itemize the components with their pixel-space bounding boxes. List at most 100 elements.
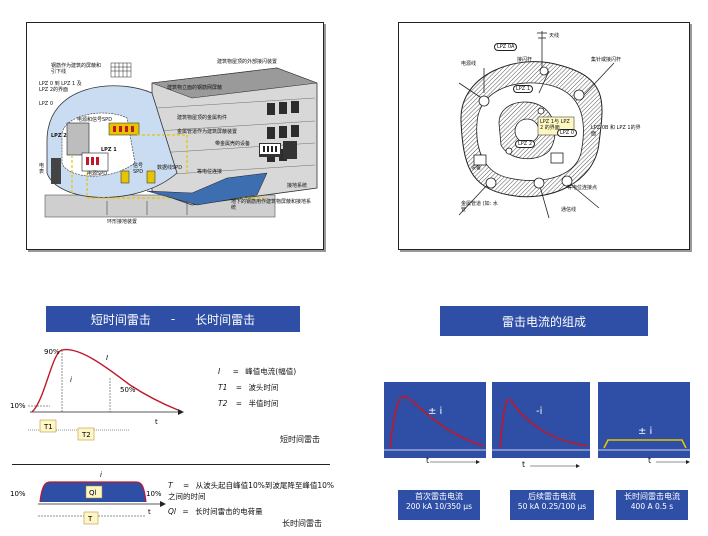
legend-text: 长时间雷击的电荷量 [195,507,263,516]
box-first-name: 首次雷击电流 [415,492,463,501]
curve-i-label: i [70,376,72,384]
box-long-name: 长时间雷击电流 [624,492,680,501]
banner-title-short: 短时间雷击 [90,312,151,327]
legend-text: 峰值电流(幅值) [245,367,297,376]
caption-long: 长时间雷击 [282,519,322,528]
building-diagram-frame: 钢筋作为建筑的屏蔽和引下线 LPZ 0 到 LPZ 1 及 LPZ 2的界面 L… [26,22,324,250]
label-pipes: 金属管道作为建筑屏蔽装置 [177,129,238,135]
long-ten-left: 10% [10,490,26,498]
label-pipe: 金属管道 (如: 水管 [461,201,498,213]
label-lpz0-right: LPZ 0 [557,129,577,137]
label-mast: 集针或接闪杆 [591,57,622,63]
component-box-long: ± i [598,382,690,458]
label-shielding: 钢筋作为建筑的屏蔽和引下线 [51,63,102,75]
banner-title-dash: - [170,312,176,326]
component-box-subsequent: -i [492,382,590,458]
label-rod: 接闪杆 [517,57,533,63]
component-box-first: ± i [384,382,486,458]
subsequent-stroke-curve [492,398,590,451]
short-stroke-curve: 90% 50% 10% i I t T1 T2 [10,348,184,441]
slide-banner-components: 雷击电流的组成 [440,306,648,336]
label-bonding-point: 等电位连接点 [567,185,598,191]
long-i-label: i [100,471,102,479]
box-first-value: 200 kA 10/350 μs [405,502,472,511]
legend-eq: = [235,383,243,392]
legend-row-T1: T1 = 波头时间 [218,382,278,393]
curve-ten-label: 10% [10,402,26,410]
long-stroke-curve: i Ql 10% 10% t T [10,471,166,525]
box-subsequent-name: 后续雷击电流 [528,492,576,501]
label-equip: 设备 [471,165,482,171]
label-lpz-interface: LPZ 0 到 LPZ 1 及 LPZ 2的界面 [39,81,82,93]
legend-row-I: I = 峰值电流(幅值) [218,366,296,377]
curve-peak-label: 90% [44,348,60,356]
label-signal: 通信线 [561,207,577,213]
legend-eq: = [235,399,243,408]
label-meter: 电表 [39,163,45,175]
label-lpz1: LPZ 1 [101,147,117,153]
zone-diagram-frame: 天线 LPZ 0A 接闪杆 电源线 集针或接闪杆 LPZ 1 LPZ 1与 LP… [398,22,690,250]
label-roof: 建筑物屋顶的外部接闪装置 [217,59,278,65]
banner-title-long: 长时间雷击 [195,312,256,327]
slide-banner-short: 短时间雷击 - 长时间雷击 [46,306,300,332]
label-lpz0b: LPZ 0B 和 LPZ 1的界面 [591,125,641,137]
label-spd-right: 数据线SPD [157,165,183,171]
curve-half-label: 50% [120,386,136,394]
first-sign: ± i [428,406,443,417]
legend-sym: I [218,367,221,376]
box-long-t: t [648,456,652,465]
label-lpz0: LPZ 0 [39,101,53,107]
box-subsequent-value: 50 kA 0.25/100 μs [517,502,587,511]
long-legend-Q: Ql = 长时间雷击的电荷量 [168,506,263,517]
box-subsequent-label: 后续雷击电流 50 kA 0.25/100 μs [510,490,594,520]
label-lpz1: LPZ 1 [513,85,533,93]
label-bonding: 等电位连接 [197,169,223,175]
legend-text: 波头时间 [248,383,279,392]
legend-sym: Ql [168,507,176,516]
legend-row-T2: T2 = 半值时间 [218,398,278,409]
first-stroke-curve [384,395,486,451]
long-sign: ± i [638,426,653,437]
long-ten-right: 10% [146,490,162,498]
long-T-label: T [87,515,93,523]
legend-text: 半值时间 [248,399,279,408]
long-legend-T: T = 从波头起自峰值10%到波尾降至峰值10%之间的时间 [168,480,338,502]
curve-t-label: t [155,418,158,426]
long-stroke-rect-curve [598,439,690,451]
legend-eq: = [232,367,239,376]
label-spd-mid: 信号SPD [133,163,144,175]
caption-short: 短时间雷击 [280,435,320,444]
curve-t2-label: T2 [81,431,91,439]
label-lpz12: LPZ 1与 LPZ 2 的界面 [540,119,570,131]
label-spd-left: 电源SPD [87,171,108,177]
divider-line [12,464,330,465]
curve-I-label: I [106,354,108,362]
box-long-label: 长时间雷击电流 400 A 0.5 s [616,490,688,520]
banner-title-components: 雷击电流的组成 [501,314,586,329]
box-long-value: 400 A 0.5 s [630,502,674,511]
label-underground: 地下的钢筋用作建筑物屏蔽和接地系统 [231,199,312,211]
component-time-axes [430,460,690,468]
long-t-label: t [148,508,151,516]
label-lpz2: LPZ 2 [515,140,535,148]
label-antenna: 天线 [549,33,560,39]
legend-sym: T2 [218,399,228,408]
label-ring: 环形接地装置 [107,219,138,225]
label-equip: 带金属壳的设备 [215,141,251,147]
building-diagram [27,62,323,249]
label-lpz0a: LPZ 0A [494,43,518,51]
zone-diagram [458,31,615,219]
label-power-spd: 电源和信号SPD [77,117,113,123]
legend-eq: = [182,507,189,516]
box-first-label: 首次雷击电流 200 kA 10/350 μs [398,490,480,520]
legend-text: 从波头起自峰值10%到波尾降至峰值10%之间的时间 [168,481,335,501]
legend-eq: = [182,481,190,490]
label-metal: 建筑物屋顶的金属构件 [177,115,228,121]
subsequent-sign: -i [536,406,543,417]
label-lpz2: LPZ 2 [51,133,67,139]
label-facade: 建筑物立面的钢筋网屏蔽 [167,85,223,91]
box-subsequent-t: t [522,460,526,469]
long-ql-label: Ql [89,489,97,497]
box-first-t: t [426,456,430,465]
legend-sym: T [168,481,173,490]
